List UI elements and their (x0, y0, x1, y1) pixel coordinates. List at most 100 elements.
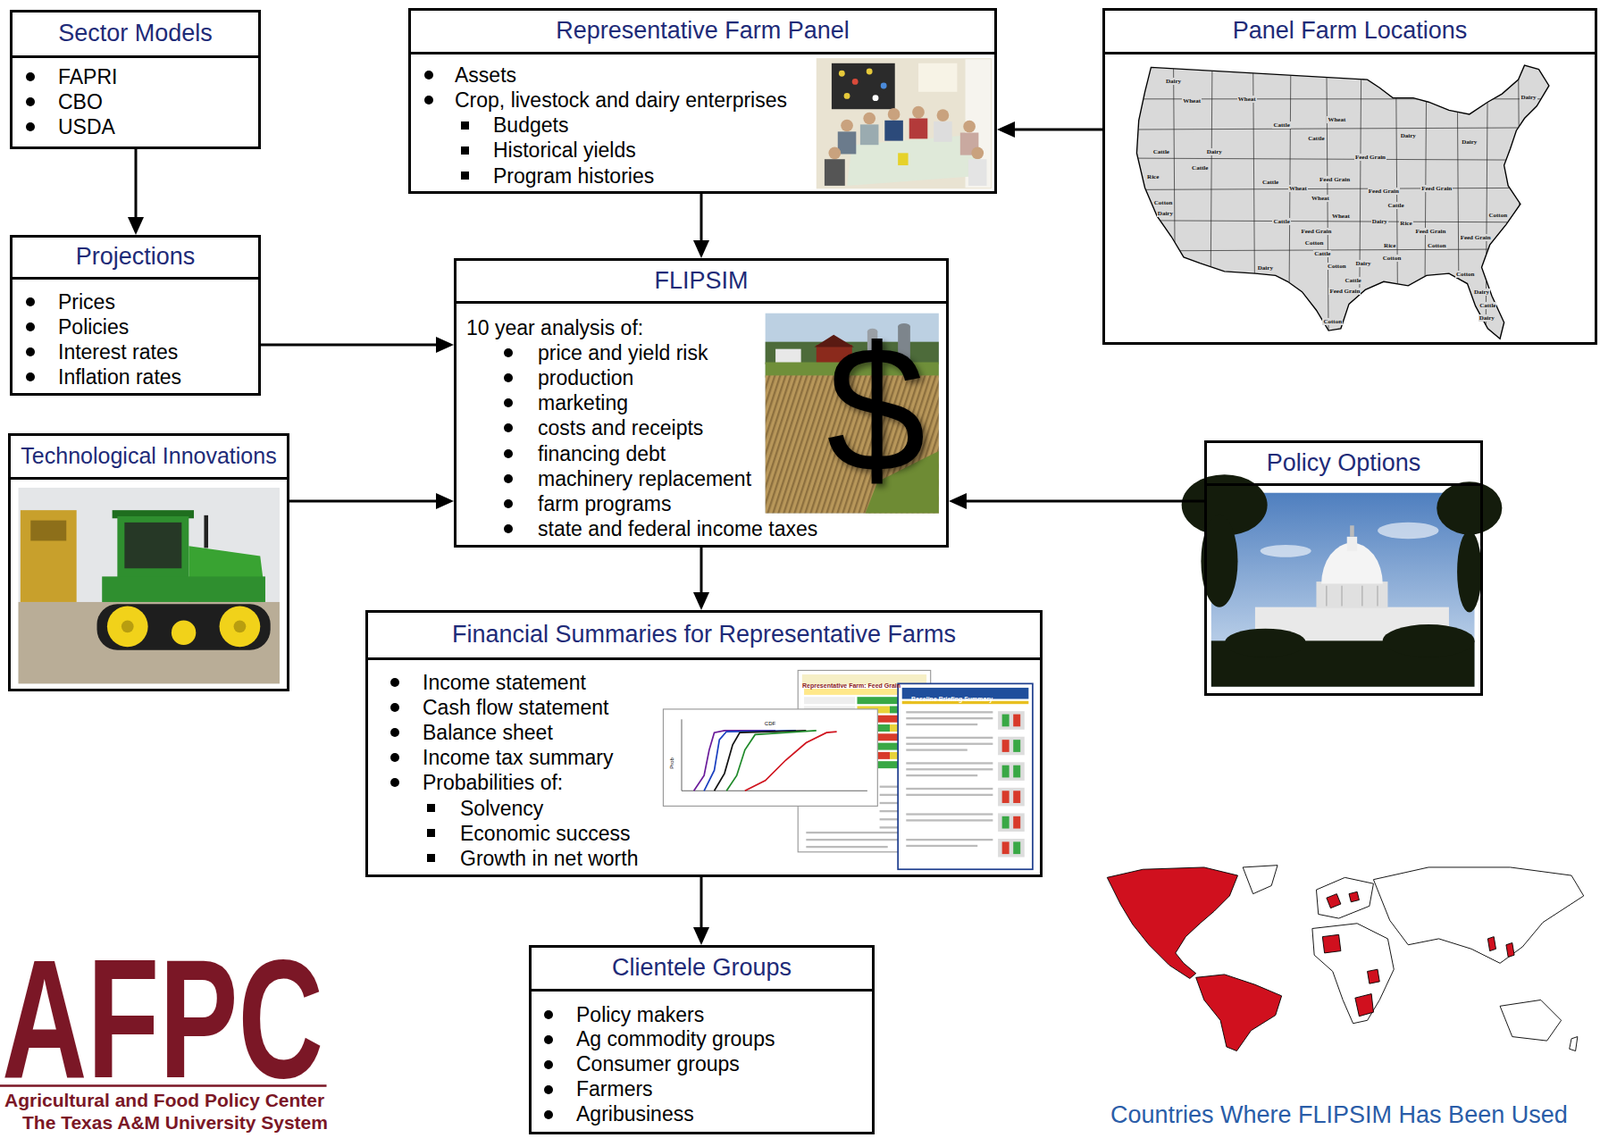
bullet-dot (25, 347, 35, 357)
bullet-dot (544, 1085, 553, 1095)
tractor-photo-part (30, 520, 67, 542)
briefing-document-part (997, 711, 1025, 730)
label-holder: Dairy (1206, 141, 1224, 158)
header-band: Policy Options (1206, 443, 1481, 484)
map-label: Cattle (1306, 134, 1325, 143)
header-band: Technological Innovations (10, 435, 287, 478)
list-item: Probabilities of: (368, 770, 563, 796)
label-holder: Prob (666, 752, 679, 769)
box-heading: Sector Models (58, 19, 213, 48)
capitol-photo-part (1361, 586, 1363, 607)
capitol-photo-part (1376, 586, 1378, 607)
bullet-dot (503, 423, 513, 433)
meeting-photo-part (816, 58, 992, 189)
us-map-part (1122, 61, 1561, 348)
meeting-photo-part (862, 112, 876, 126)
bullet-dot (503, 474, 513, 484)
label-holder: Cotton (1322, 310, 1343, 327)
world-map-part (1348, 891, 1359, 902)
table-document-part (805, 846, 888, 848)
map-label: Wheat (1310, 194, 1331, 202)
list-item: FAPRI (12, 64, 118, 90)
list-item: CBO (12, 89, 103, 115)
map-label: Dairy (1478, 314, 1496, 322)
logo-name: Agricultural and Food Policy Center (4, 1089, 325, 1112)
map-label: Wheat (1288, 184, 1308, 193)
briefing-document-part (1002, 739, 1010, 753)
meeting-photo-part (837, 131, 857, 154)
briefing-document-part (905, 723, 978, 726)
box-heading: Policy Options (1266, 449, 1422, 478)
label-holder: Dairy (1164, 70, 1182, 87)
cdf-chart-part (714, 730, 807, 791)
us-map (1122, 61, 1561, 348)
briefing-document-part (997, 762, 1025, 781)
tractor-photo-part (171, 620, 196, 646)
label-holder: Dairy (1460, 131, 1478, 148)
list-item-text: FAPRI (58, 65, 118, 89)
box-heading: Representative Farm Panel (555, 16, 850, 45)
map-label: Dairy (1399, 132, 1417, 140)
list-item-text: Balance sheet (422, 720, 553, 745)
briefing-document-part (905, 774, 978, 777)
map-label: Dairy (1473, 288, 1491, 296)
map-label: Wheat (1331, 212, 1351, 220)
label-holder: Cattle (1306, 127, 1325, 144)
briefing-document-part (997, 737, 1025, 756)
list-item-text: Inflation rates (58, 365, 182, 389)
briefing-document-part (905, 838, 993, 841)
world-map (1106, 865, 1584, 1052)
label-holder: $ (826, 319, 926, 499)
map-label: Cattle (1386, 201, 1405, 210)
map-label: Cattle (1261, 178, 1280, 186)
world-map-part (1326, 894, 1341, 909)
world-map-part (1367, 969, 1381, 984)
list-item-text: financing debt (537, 442, 666, 466)
briefing-document-part (1002, 816, 1010, 830)
list-item-text: Consumer groups (576, 1052, 740, 1076)
dollar-sign: $ (826, 319, 926, 499)
map-label: Feed Grain (1328, 287, 1361, 295)
bullet-dot (25, 122, 35, 132)
briefing-document-part (897, 683, 1033, 870)
meeting-photo-part (897, 152, 908, 166)
label-holder: Representative Farm: Feed Grain (802, 675, 901, 692)
bullet-dot (390, 728, 400, 738)
list-item-text: Cash flow statement (422, 695, 609, 720)
map-label: Wheat (1181, 97, 1202, 105)
bullet-dot (544, 1010, 553, 1020)
box-heading: Projections (75, 242, 196, 271)
world-map-part (1506, 942, 1515, 957)
box-heading: Technological Innovations (20, 443, 277, 470)
connector-arrow (700, 193, 704, 248)
list-item-text: Crop, livestock and dairy enterprises (454, 88, 788, 112)
tractor-photo-part (121, 620, 135, 634)
list-item-text: Assets (454, 63, 517, 87)
label-holder: Cattle (1261, 171, 1280, 188)
world-map-part (1322, 934, 1341, 954)
list-item-text: Income statement (422, 670, 587, 695)
connector-arrow (1007, 128, 1103, 132)
bullet-dot (544, 1035, 553, 1045)
meeting-photo (816, 58, 992, 189)
label-holder: Cattle (1343, 269, 1362, 286)
briefing-document-part (1002, 790, 1010, 804)
chart-title: CDF (764, 720, 776, 728)
meeting-photo-part (860, 124, 880, 145)
list-item: Agribusiness (531, 1102, 695, 1128)
map-label: Dairy (1371, 217, 1389, 226)
label-holder: Feed Grain (1414, 220, 1447, 237)
panel-box: Representative Farm PanelAssetsCrop, liv… (408, 8, 997, 194)
box-heading: Panel Farm Locations (1232, 16, 1468, 45)
bullet-square (427, 829, 436, 838)
bullet-dot (25, 72, 35, 82)
header-rule (368, 657, 1040, 661)
label-holder: Rice (1146, 166, 1160, 183)
us-map-part-part (1424, 61, 1427, 348)
bullet-dot (503, 398, 513, 408)
meeting-photo-part (887, 108, 901, 121)
meeting-photo-part (866, 68, 873, 76)
map-label: Dairy (1206, 148, 1224, 156)
label-holder: Wheat (1331, 205, 1351, 222)
